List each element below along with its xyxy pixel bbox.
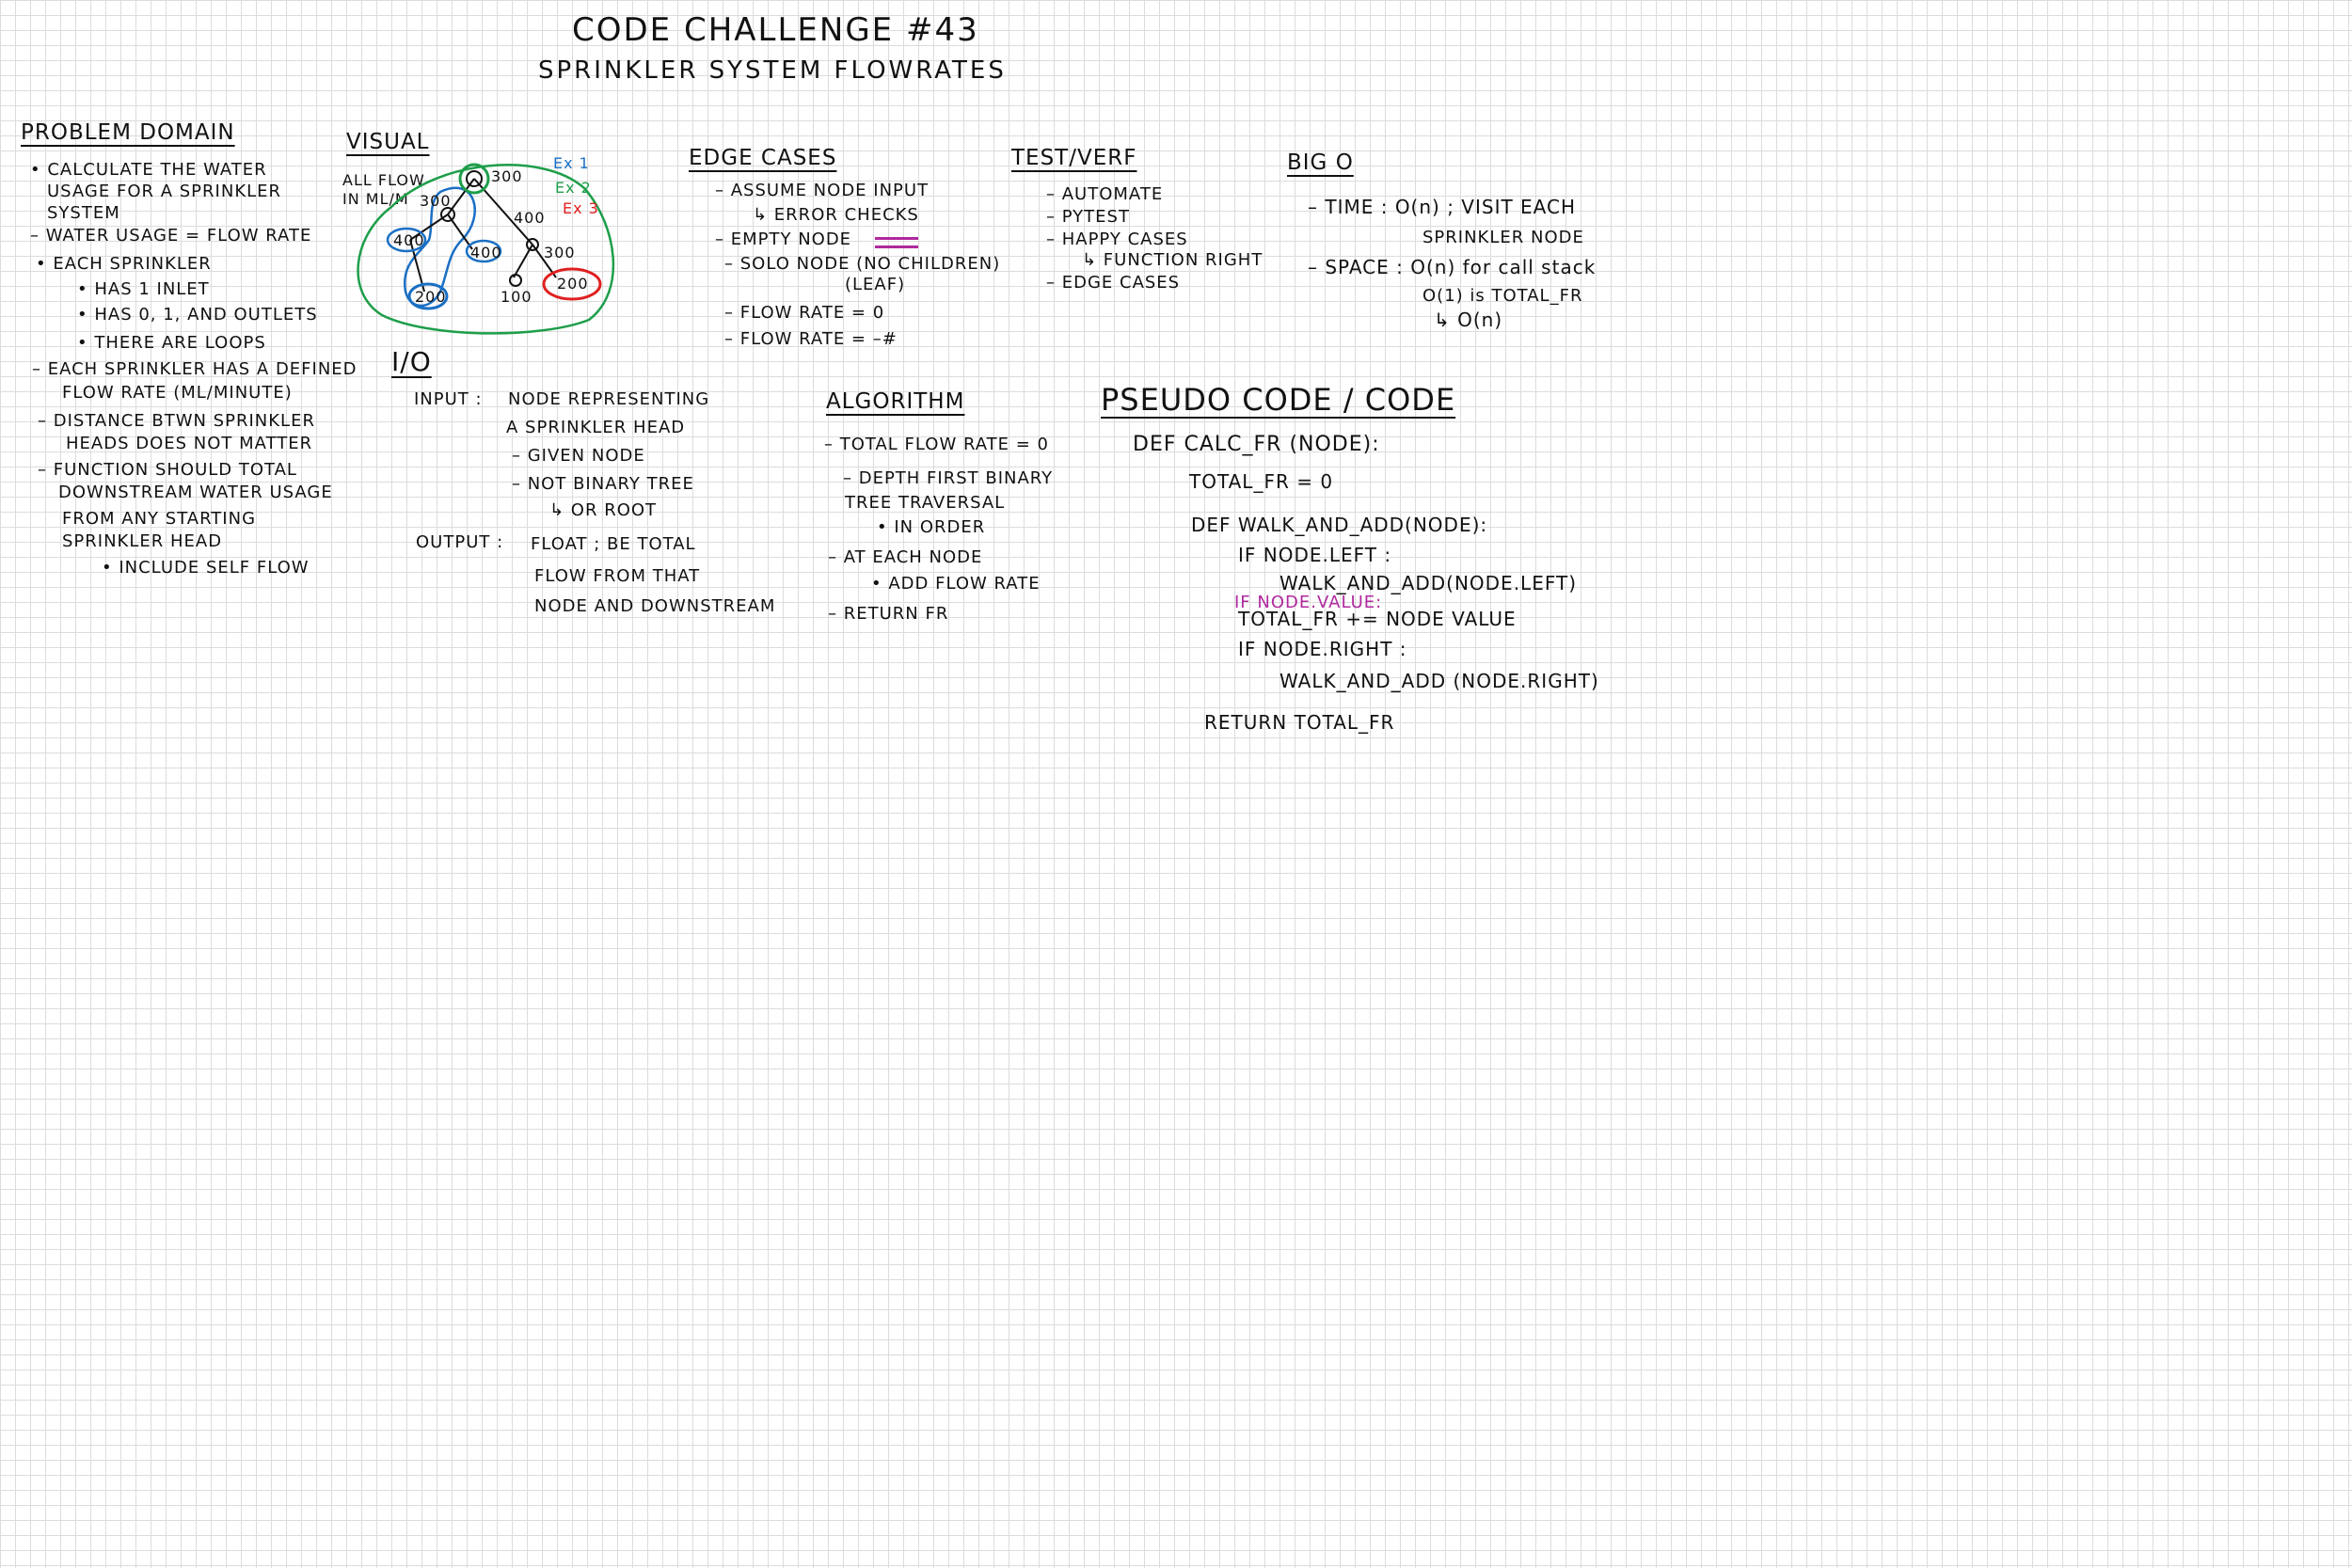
big-o-line: – SPACE : O(n) for call stack xyxy=(1308,256,1597,278)
algorithm-line: TREE TRAVERSAL xyxy=(845,493,1006,513)
visual-heading: VISUAL xyxy=(346,130,430,154)
test-verf-line: ↳ FUNCTION RIGHT xyxy=(1082,250,1263,270)
visual-note: IN ML/M xyxy=(342,190,409,208)
io-output-line: NODE AND DOWNSTREAM xyxy=(534,596,776,616)
io-input-line: A SPRINKLER HEAD xyxy=(506,418,686,437)
code-line: DEF WALK_AND_ADD(NODE): xyxy=(1191,514,1488,536)
algorithm-line: • IN ORDER xyxy=(877,517,986,537)
edge-case-line: ↳ ERROR CHECKS xyxy=(753,205,919,225)
io-output-label: OUTPUT : xyxy=(416,532,504,552)
pd-line: DOWNSTREAM WATER USAGE xyxy=(58,483,333,502)
edge-case-line: – EMPTY NODE xyxy=(715,230,852,249)
tree-node-label: 300 xyxy=(544,244,576,261)
big-o-line: O(1) is TOTAL_FR xyxy=(1422,286,1583,306)
pd-line: SYSTEM xyxy=(47,203,120,223)
pd-line: • CALCULATE THE WATER xyxy=(30,160,267,180)
tree-node-label: 200 xyxy=(557,275,589,293)
big-o-line: ↳ O(n) xyxy=(1434,309,1503,331)
test-verf-heading: TEST/VERF xyxy=(1011,146,1137,170)
tree-node-label: 100 xyxy=(501,288,532,306)
io-input-label: INPUT : xyxy=(414,389,483,409)
legend-ex-1: Ex 1 xyxy=(553,154,590,172)
legend-ex-2: Ex 2 xyxy=(555,179,592,197)
edge-case-line: – SOLO NODE (NO CHILDREN) xyxy=(724,254,1001,274)
edge-cases-heading: EDGE CASES xyxy=(689,146,837,170)
pd-line: USAGE FOR A SPRINKLER xyxy=(47,182,282,201)
algorithm-line: – RETURN FR xyxy=(828,604,949,624)
pd-line: SPRINKLER HEAD xyxy=(62,531,223,551)
page-subtitle: SPRINKLER SYSTEM FLOWRATES xyxy=(538,56,1007,85)
pd-line: FLOW RATE (ML/MINUTE) xyxy=(62,383,293,403)
pd-line: • HAS 1 INLET xyxy=(77,279,210,299)
big-o-line: SPRINKLER NODE xyxy=(1422,228,1584,247)
big-o-heading: BIG O xyxy=(1287,150,1354,175)
code-line: TOTAL_FR = 0 xyxy=(1189,470,1334,493)
pd-line: FROM ANY STARTING xyxy=(62,509,257,529)
legend-ex-3: Ex 3 xyxy=(563,199,599,217)
edge-case-line: – FLOW RATE = –# xyxy=(724,329,898,349)
big-o-line: – TIME : O(n) ; VISIT EACH xyxy=(1308,196,1577,218)
test-verf-line: – EDGE CASES xyxy=(1046,273,1181,293)
empty-node-scribble xyxy=(875,237,918,248)
tree-node-label: 400 xyxy=(393,231,425,249)
pd-line: – FUNCTION SHOULD TOTAL xyxy=(38,460,297,480)
tree-node-label: 300 xyxy=(420,192,452,210)
problem-domain-heading: PROBLEM DOMAIN xyxy=(21,120,235,145)
code-line: WALK_AND_ADD(NODE.LEFT) xyxy=(1279,572,1577,594)
tree-node-label: 400 xyxy=(514,209,546,227)
algorithm-line: – TOTAL FLOW RATE = 0 xyxy=(824,435,1050,454)
pd-line: • THERE ARE LOOPS xyxy=(77,333,266,353)
sprinkler-tree-diagram xyxy=(357,163,615,335)
tree-node-label: 200 xyxy=(415,288,447,306)
code-line: TOTAL_FR += NODE VALUE xyxy=(1238,608,1517,630)
pseudo-code-heading: PSEUDO CODE / CODE xyxy=(1101,382,1456,418)
edge-case-line: (LEAF) xyxy=(845,275,906,294)
code-line: DEF CALC_FR (NODE): xyxy=(1133,433,1380,456)
tree-node-label: 400 xyxy=(470,244,502,261)
code-line: WALK_AND_ADD (NODE.RIGHT) xyxy=(1279,670,1599,692)
edge-case-line: – FLOW RATE = 0 xyxy=(724,303,885,323)
pd-line: • INCLUDE SELF FLOW xyxy=(102,558,310,578)
io-input-line: – NOT BINARY TREE xyxy=(512,474,694,494)
io-input-line: NODE REPRESENTING xyxy=(508,389,710,409)
io-input-line: ↳ OR ROOT xyxy=(549,500,658,520)
pd-line: – EACH SPRINKLER HAS A DEFINED xyxy=(32,359,358,379)
test-verf-line: – AUTOMATE xyxy=(1046,184,1164,204)
pd-line: – DISTANCE BTWN SPRINKLER xyxy=(38,411,315,431)
tree-node-label: 300 xyxy=(491,167,523,185)
code-line: IF NODE.LEFT : xyxy=(1238,544,1392,566)
pd-line: • HAS 0, 1, AND OUTLETS xyxy=(77,305,318,325)
pd-line: HEADS DOES NOT MATTER xyxy=(66,434,313,453)
algorithm-heading: ALGORITHM xyxy=(826,389,965,414)
page-title: CODE CHALLENGE #43 xyxy=(572,11,979,49)
edge-case-line: – ASSUME NODE INPUT xyxy=(715,181,930,200)
io-output-line: FLOAT ; BE TOTAL xyxy=(531,534,696,554)
test-verf-line: – PYTEST xyxy=(1046,207,1130,227)
pd-line: • EACH SPRINKLER xyxy=(36,254,212,274)
algorithm-line: – DEPTH FIRST BINARY xyxy=(843,468,1054,488)
io-output-line: FLOW FROM THAT xyxy=(534,566,701,586)
code-line: RETURN TOTAL_FR xyxy=(1204,711,1395,734)
algorithm-line: • ADD FLOW RATE xyxy=(871,574,1041,594)
test-verf-line: – HAPPY CASES xyxy=(1046,230,1188,249)
io-heading: I/O xyxy=(391,346,432,377)
code-line-highlight: IF NODE.VALUE: xyxy=(1234,593,1383,612)
example-2-boundary xyxy=(357,164,615,335)
pd-line: – WATER USAGE = FLOW RATE xyxy=(30,226,312,245)
code-line: IF NODE.RIGHT : xyxy=(1238,638,1407,660)
algorithm-line: – AT EACH NODE xyxy=(828,547,983,567)
io-input-line: – GIVEN NODE xyxy=(512,446,645,466)
example-1-boundary xyxy=(403,186,476,308)
visual-note: ALL FLOW xyxy=(342,171,425,189)
